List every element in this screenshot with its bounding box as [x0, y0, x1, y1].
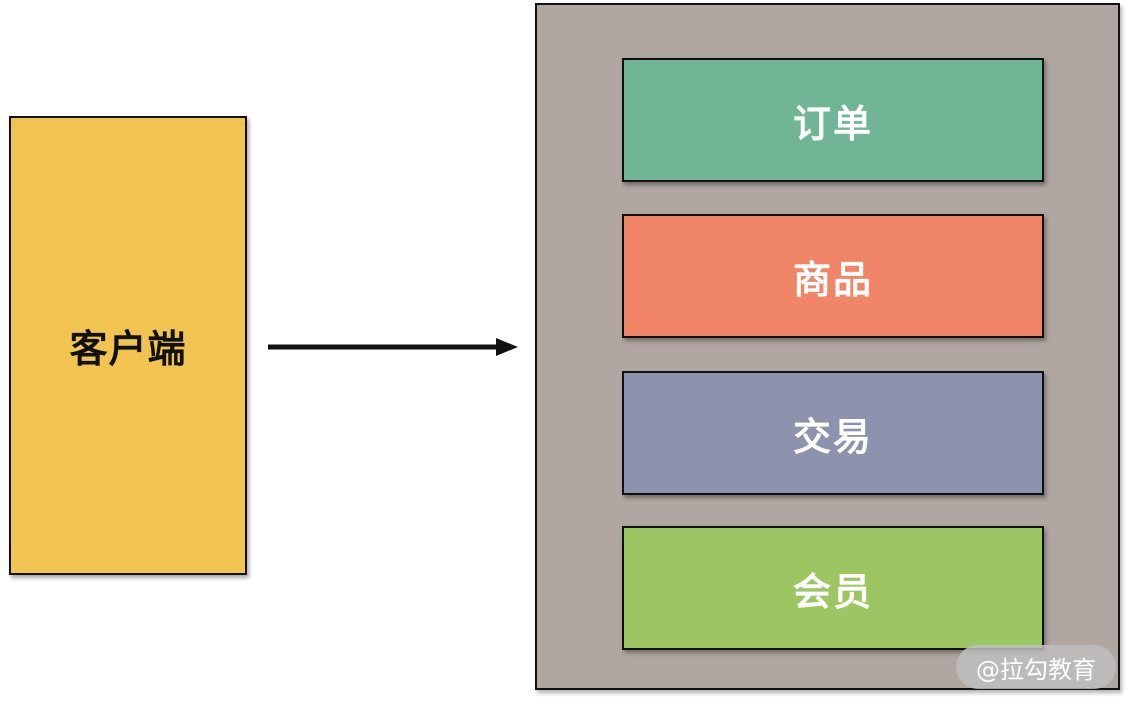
request-arrow [268, 338, 518, 356]
client-box: 客户端 [9, 116, 247, 575]
module-trade-label: 交易 [792, 414, 873, 459]
module-order: 订单 [622, 58, 1044, 182]
module-member-label: 会员 [792, 569, 873, 614]
module-product: 商品 [622, 214, 1044, 338]
watermark: @拉勾教育 [956, 645, 1116, 689]
module-order-label: 订单 [792, 101, 873, 146]
module-trade: 交易 [622, 371, 1044, 495]
module-product-label: 商品 [792, 257, 873, 302]
watermark-text: @拉勾教育 [976, 655, 1096, 684]
module-member: 会员 [622, 526, 1044, 650]
client-label: 客户端 [69, 327, 187, 371]
